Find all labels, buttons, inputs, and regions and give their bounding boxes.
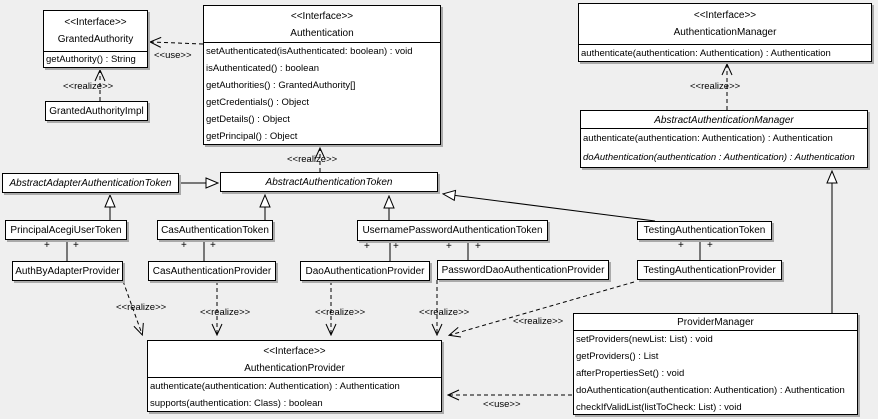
class-name: GrantedAuthority bbox=[57, 34, 134, 45]
class-name: AuthenticationProvider bbox=[244, 363, 345, 374]
method-label: supports(authentication: Class) : boolea… bbox=[150, 398, 323, 409]
method-label: getAuthority() : String bbox=[46, 54, 136, 65]
edge-label-realize: <<realize>> bbox=[200, 307, 251, 318]
edge-label-realize: <<realize>> bbox=[315, 307, 366, 318]
edge-label-realize: <<realize>> bbox=[419, 307, 470, 318]
method-label: authenticate(authentication: Authenticat… bbox=[583, 133, 833, 144]
class-name: AuthenticationManager bbox=[673, 27, 777, 38]
class-dao-authentication-provider: DaoAuthenticationProvider bbox=[300, 261, 430, 281]
method-label: checkIfValidList(listToCheck: List) : vo… bbox=[576, 402, 742, 413]
use-authentication-to-granted-authority bbox=[151, 42, 204, 44]
class-granted-authority-impl: GrantedAuthorityImpl bbox=[45, 101, 148, 121]
method-label: afterPropertiesSet() : void bbox=[576, 368, 685, 379]
edge-label-use: <<use>> bbox=[483, 399, 521, 410]
class-auth-by-adapter-provider: AuthByAdapterProvider bbox=[12, 261, 123, 281]
class-header: <<Interface>> GrantedAuthority bbox=[44, 11, 147, 52]
class-name: TestingAuthenticationToken bbox=[643, 225, 766, 236]
method-label: isAuthenticated() : boolean bbox=[206, 63, 320, 74]
class-name: CasAuthenticationToken bbox=[161, 224, 269, 236]
class-name: AuthByAdapterProvider bbox=[15, 265, 120, 277]
class-name: DaoAuthenticationProvider bbox=[305, 265, 425, 277]
method-label: authenticate(authentication: Authenticat… bbox=[581, 48, 831, 59]
class-name: ProviderManager bbox=[677, 317, 754, 328]
class-name: PrincipalAcegiUserToken bbox=[10, 224, 122, 236]
class-authentication: <<Interface>> Authentication setAuthenti… bbox=[203, 5, 441, 145]
class-header: <<Interface>> Authentication bbox=[204, 6, 440, 43]
class-name: AbstractAuthenticationManager bbox=[654, 115, 794, 126]
edge-label-use: <<use>> bbox=[154, 50, 192, 61]
association-plus: + bbox=[446, 241, 452, 252]
edge-label-realize: <<realize>> bbox=[63, 81, 114, 92]
class-principal-acegi-user-token: PrincipalAcegiUserToken bbox=[5, 220, 127, 240]
method-label: getProviders() : List bbox=[576, 351, 659, 362]
class-header: ProviderManager bbox=[574, 314, 857, 331]
association-plus: + bbox=[210, 240, 216, 251]
class-name: CasAuthenticationProvider bbox=[152, 265, 272, 277]
class-header: <<Interface>> AuthenticationProvider bbox=[148, 341, 441, 378]
class-name: TestingAuthenticationProvider bbox=[643, 264, 776, 276]
class-password-dao-authentication-provider: PasswordDaoAuthenticationProvider bbox=[437, 260, 609, 280]
association-plus: + bbox=[475, 241, 481, 252]
class-provider-manager: ProviderManager setProviders(newList: Li… bbox=[573, 313, 858, 415]
class-abstract-authentication-token: AbstractAuthenticationToken bbox=[220, 172, 438, 192]
class-name: UsernamePasswordAuthenticationToken bbox=[362, 225, 543, 236]
class-username-password-authentication-token: UsernamePasswordAuthenticationToken bbox=[357, 220, 548, 241]
method-label: getDetails() : Object bbox=[206, 114, 290, 125]
association-plus: + bbox=[707, 240, 713, 251]
class-header: <<Interface>> AuthenticationManager bbox=[579, 4, 871, 45]
class-abstract-adapter-authentication-token: AbstractAdapterAuthenticationToken bbox=[2, 173, 179, 193]
association-plus: + bbox=[44, 240, 50, 251]
realize-testing-provider bbox=[450, 281, 635, 335]
association-plus: + bbox=[364, 241, 370, 252]
method-label: doAuthentication(authentication: Authent… bbox=[576, 385, 845, 396]
class-name: GrantedAuthorityImpl bbox=[49, 105, 144, 117]
edge-label-realize: <<realize>> bbox=[116, 302, 167, 313]
method-label: authenticate(authentication: Authenticat… bbox=[150, 381, 400, 392]
class-cas-authentication-provider: CasAuthenticationProvider bbox=[148, 261, 276, 281]
class-name: AbstractAuthenticationToken bbox=[265, 176, 393, 188]
class-testing-authentication-provider: TestingAuthenticationProvider bbox=[637, 260, 782, 280]
class-header: AbstractAuthenticationManager bbox=[581, 111, 867, 129]
class-testing-authentication-token: TestingAuthenticationToken bbox=[637, 221, 772, 240]
method-label: getCredentials() : Object bbox=[206, 97, 309, 108]
association-plus: + bbox=[181, 240, 187, 251]
stereotype-label: <<Interface>> bbox=[290, 11, 354, 22]
stereotype-label: <<Interface>> bbox=[64, 17, 127, 28]
method-label: setProviders(newList: List) : void bbox=[576, 334, 713, 345]
edge-label-realize: <<realize>> bbox=[287, 154, 338, 165]
stereotype-label: <<Interface>> bbox=[263, 346, 326, 357]
realize-auth-by-adapter-provider bbox=[122, 280, 142, 334]
class-authentication-provider: <<Interface>> AuthenticationProvider aut… bbox=[147, 340, 442, 412]
method-label: setAuthenticated(isAuthenticated: boolea… bbox=[206, 46, 413, 57]
method-label: doAuthentication(authentication : Authen… bbox=[583, 152, 855, 163]
edge-label-realize: <<realize>> bbox=[513, 316, 564, 327]
association-plus: + bbox=[678, 240, 684, 251]
class-name: PasswordDaoAuthenticationProvider bbox=[441, 264, 605, 276]
method-label: getAuthorities() : GrantedAuthority[] bbox=[206, 80, 356, 91]
class-name: AbstractAdapterAuthenticationToken bbox=[9, 177, 172, 189]
generalization-testing-token-to-abstract-token bbox=[444, 194, 656, 222]
stereotype-label: <<Interface>> bbox=[693, 10, 757, 21]
method-label: getPrincipal() : Object bbox=[206, 131, 298, 142]
class-abstract-authentication-manager: AbstractAuthenticationManager authentica… bbox=[580, 110, 868, 168]
edge-label-realize: <<realize>> bbox=[690, 81, 741, 92]
class-authentication-manager: <<Interface>> AuthenticationManager auth… bbox=[578, 3, 872, 62]
association-plus: + bbox=[73, 240, 79, 251]
class-name: Authentication bbox=[290, 28, 354, 39]
class-cas-authentication-token: CasAuthenticationToken bbox=[157, 220, 273, 240]
class-granted-authority: <<Interface>> GrantedAuthority getAuthor… bbox=[43, 10, 148, 68]
association-plus: + bbox=[393, 241, 399, 252]
